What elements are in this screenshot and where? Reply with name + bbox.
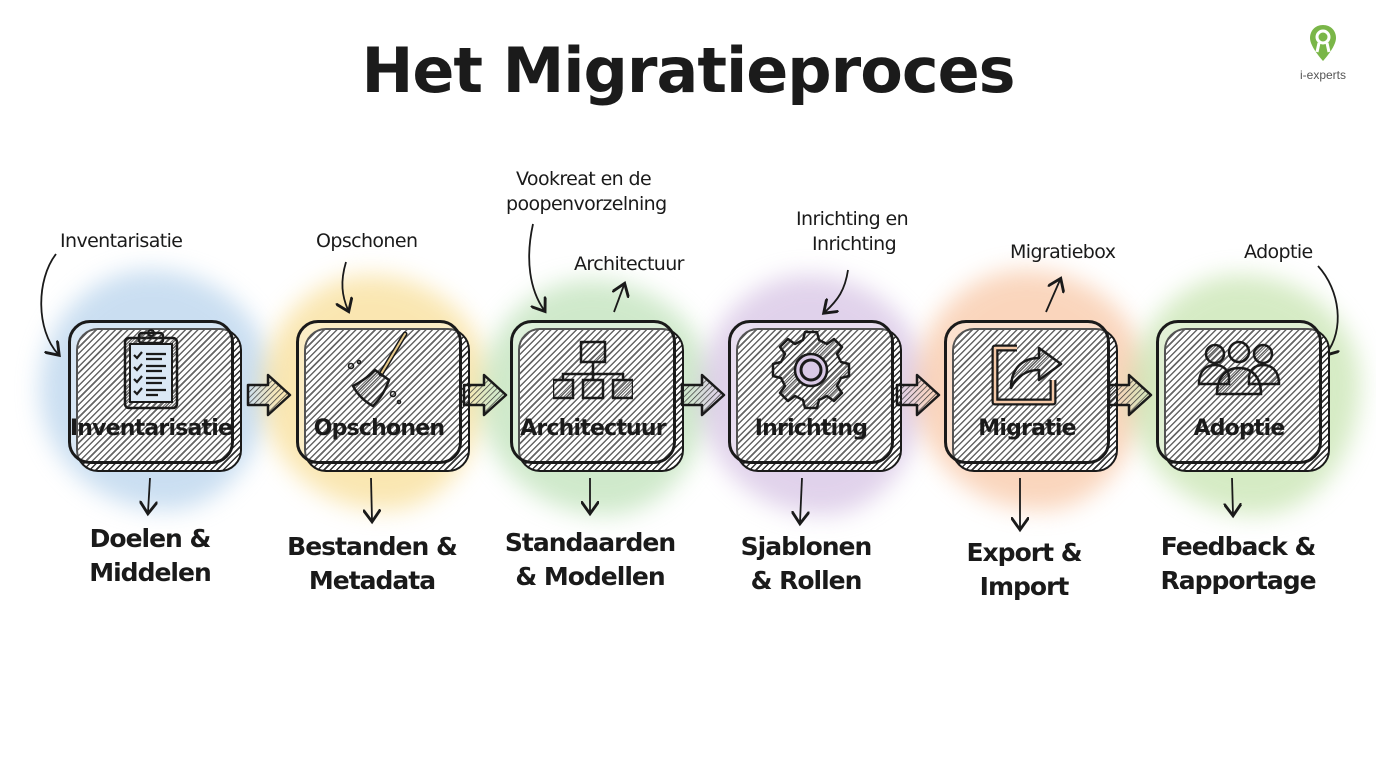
export-share-icon [991,344,1063,406]
annotation-inventarisatie: Inventarisatie [60,230,183,252]
bottom-label-line2: Metadata [308,566,436,595]
bottom-label-architectuur: Standaarden & Modellen [480,526,700,594]
step-inrichting: Inrichting [728,320,902,472]
step-architectuur: Architectuur [510,320,684,472]
annotation-opschonen: Opschonen [316,230,418,252]
clipboard-checklist-icon [123,329,179,410]
gear-icon [771,330,851,410]
annotation-migratie: Migratiebox [1010,241,1116,263]
page-title: Het Migratieproces [361,34,1015,107]
bottom-label-line1: Standaarden [504,528,676,557]
bottom-label-line1: Export & [966,538,1082,567]
bottom-label-line1: Bestanden & [287,532,458,561]
bottom-label-adoptie: Feedback & Rapportage [1128,530,1348,598]
hatched-arrow-right-icon [680,373,726,417]
user-group-icon [1197,340,1281,396]
annotation-inrichting-line2: Inrichting [812,233,897,255]
step-label: Migratie [978,416,1076,441]
bottom-label-migratie: Export & Import [914,536,1134,604]
bottom-label-line1: Sjablonen [740,532,873,561]
hatched-arrow-right-icon [462,373,508,417]
annotation-architectuur-line2: poopenvorzelning [506,193,667,215]
bottom-label-line2: Rapportage [1160,566,1316,595]
step-label: Inrichting [754,416,868,441]
bottom-label-line2: Middelen [89,558,212,587]
bottom-label-inrichting: Sjablonen & Rollen [696,530,916,598]
annotation-architectuur-line1: Vookreat en de [516,168,652,190]
broom-icon [347,331,408,408]
annotation-adoptie: Adoptie [1244,241,1313,263]
annotation-architectuur-secondary: Architectuur [574,253,684,275]
logo: i-experts [1290,24,1356,82]
bottom-label-inventarisatie: Doelen & Middelen [40,522,260,590]
bottom-label-line2: Import [979,572,1070,601]
bottom-label-opschonen: Bestanden & Metadata [262,530,482,598]
annotation-inrichting-line1: Inrichting en [796,208,909,230]
step-label: Adoptie [1193,416,1285,441]
bottom-label-line2: & Modellen [515,562,665,591]
step-label: Inventarisatie [69,416,233,441]
location-pin-icon [1310,25,1336,61]
step-migratie: Migratie [944,320,1118,472]
bottom-label-line1: Feedback & [1160,532,1317,561]
bottom-label-line1: Doelen & [89,524,212,553]
step-label: Opschonen [313,416,445,441]
step-label: Architectuur [520,416,667,441]
bottom-label-line2: & Rollen [750,566,863,595]
step-inventarisatie: Inventarisatie [68,320,242,472]
step-adoptie: Adoptie [1156,320,1330,472]
hatched-arrow-right-icon [246,373,292,417]
hatched-arrow-right-icon [1107,373,1153,417]
step-opschonen: Opschonen [296,320,470,472]
hierarchy-org-chart-icon [553,340,633,400]
hatched-arrow-right-icon [895,373,941,417]
logo-text: i-experts [1299,68,1346,82]
